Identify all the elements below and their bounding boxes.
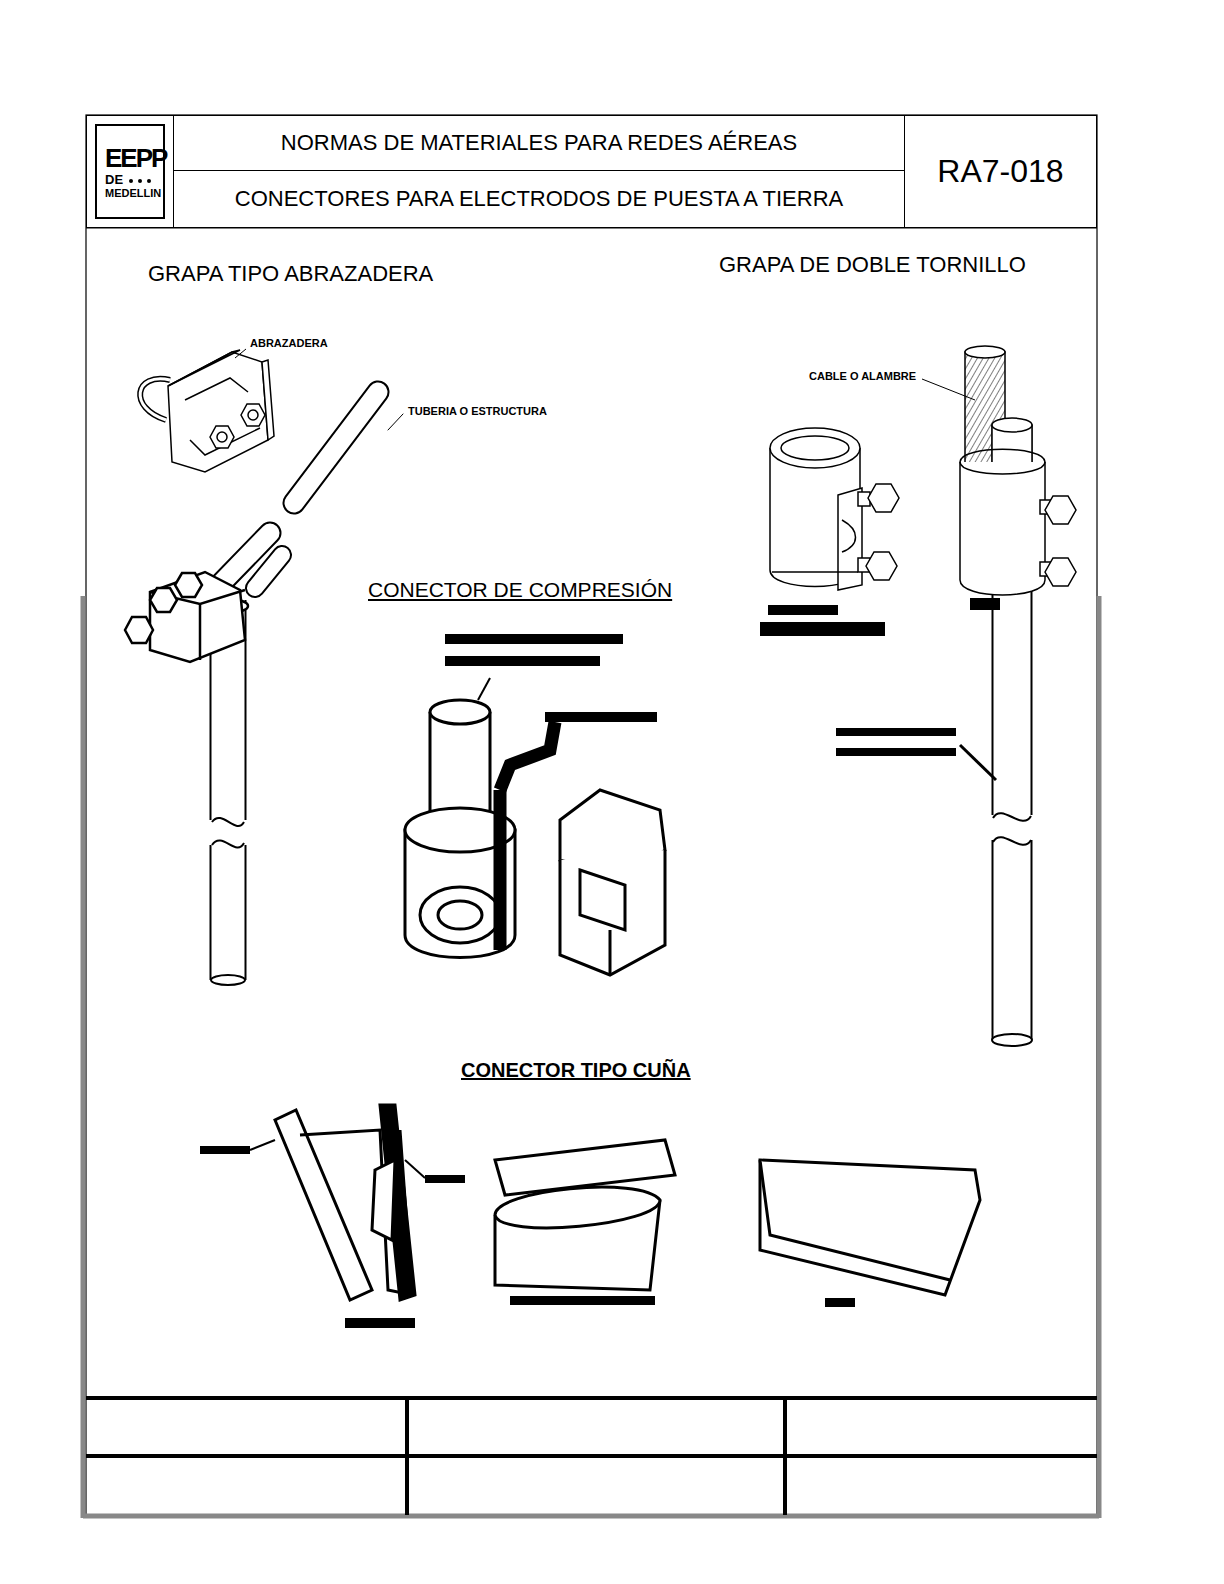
pipe bbox=[205, 392, 403, 600]
section-title: GRAPA TIPO ABRAZADERA bbox=[147, 261, 434, 286]
double-bolt-clamp bbox=[760, 428, 899, 636]
part-label: ABRAZADERA bbox=[249, 337, 329, 350]
section-title: GRAPA DE DOBLE TORNILLO bbox=[718, 252, 1027, 277]
code-text: RA7-018 bbox=[937, 154, 1063, 189]
wedge-connector bbox=[200, 1105, 980, 1328]
title-cell: NORMAS DE MATERIALES PARA REDES AÉREAS bbox=[174, 115, 905, 171]
logo-dot bbox=[147, 179, 151, 183]
sheet-frame bbox=[83, 115, 1099, 1518]
subtitle-text: CONECTORES PARA ELECTRODOS DE PUESTA A T… bbox=[235, 187, 843, 211]
subtitle-cell: CONECTORES PARA ELECTRODOS DE PUESTA A T… bbox=[174, 171, 905, 228]
section-title: CONECTOR TIPO CUÑA bbox=[460, 1059, 692, 1082]
logo-dots bbox=[127, 176, 157, 186]
logo-box: EEPPDEMEDELLIN bbox=[86, 115, 174, 228]
logo-text: EEPP bbox=[105, 144, 166, 173]
part-label: CABLE O ALAMBRE bbox=[808, 370, 917, 383]
clamp-detail bbox=[140, 349, 274, 472]
logo-dot bbox=[138, 179, 142, 183]
title-text: NORMAS DE MATERIALES PARA REDES AÉREAS bbox=[281, 131, 797, 155]
part-label: TUBERIA O ESTRUCTURA bbox=[407, 405, 548, 418]
rod-with-double-bolt-clamp bbox=[836, 346, 1076, 1046]
compression-connector bbox=[405, 634, 665, 975]
footer-grid bbox=[86, 1398, 1097, 1515]
logo-dot bbox=[129, 179, 133, 183]
section-title: CONECTOR DE COMPRESIÓN bbox=[367, 578, 673, 602]
clamp-on-rod bbox=[125, 572, 248, 662]
code-cell: RA7-018 bbox=[905, 115, 1097, 228]
logo-text: MEDELLIN bbox=[105, 187, 161, 199]
logo-text: DE bbox=[105, 173, 123, 187]
ground-rod bbox=[211, 600, 245, 985]
